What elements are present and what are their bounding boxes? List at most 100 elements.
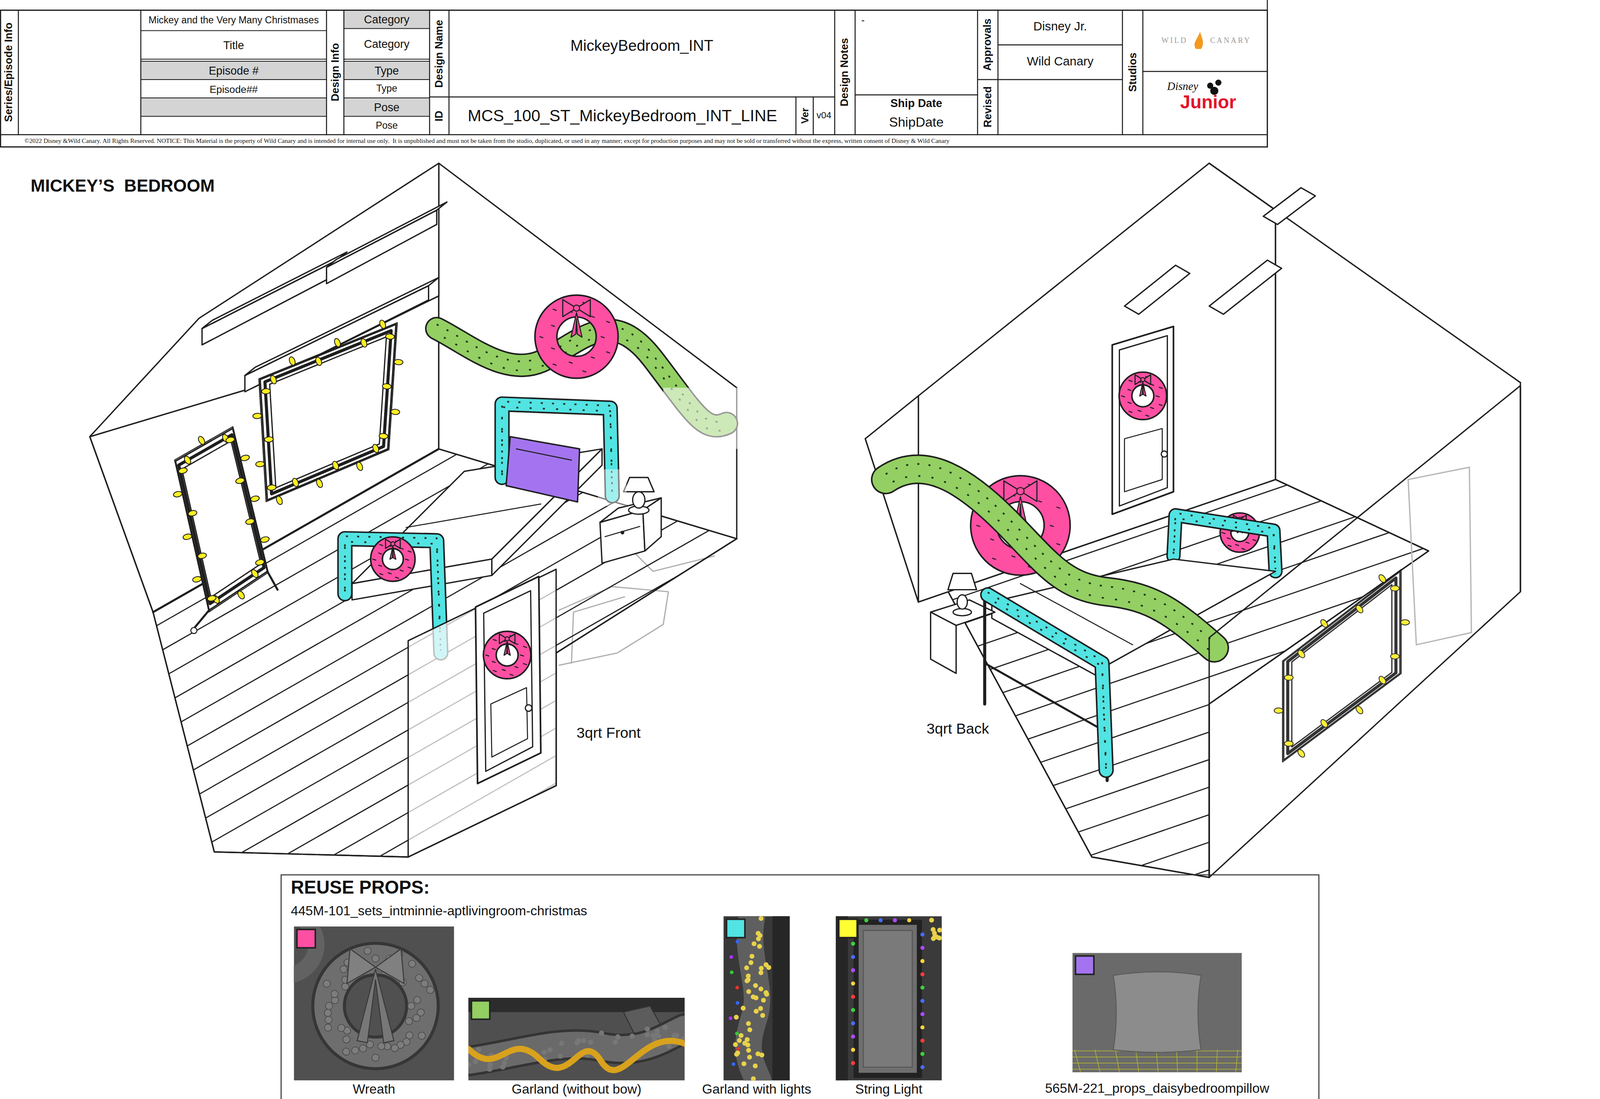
- light-wire: [1282, 569, 1402, 763]
- bulb: [275, 495, 284, 506]
- thumb-dot: [746, 989, 752, 995]
- thumb-dot: [744, 1037, 750, 1043]
- thumb-dot: [745, 1042, 751, 1048]
- nightstand-side: [642, 497, 662, 551]
- thumb-dot: [325, 1016, 333, 1024]
- wreath-texture: [493, 639, 497, 641]
- field-heading: Design Info: [329, 43, 341, 102]
- bulb: [287, 355, 297, 366]
- garland-edge: [987, 595, 1107, 771]
- line: [140, 79, 327, 80]
- wreath-texture: [1245, 542, 1249, 543]
- wreath-texture: [1012, 556, 1015, 558]
- color-swatch: [1075, 956, 1094, 975]
- label-cell: Mickey and the Very Many Christmases: [140, 11, 327, 31]
- line: [977, 10, 978, 135]
- thumb-dot: [408, 960, 416, 968]
- bulb: [267, 484, 277, 491]
- line: [571, 597, 625, 664]
- thumb-dot: [735, 1001, 740, 1005]
- thumb-dot: [744, 965, 750, 971]
- bulb: [333, 337, 342, 348]
- wreath-body: [545, 306, 608, 368]
- wreath-texture: [601, 336, 605, 338]
- line: [140, 60, 327, 62]
- wreath-texture: [523, 646, 527, 648]
- thumb-dot: [752, 983, 758, 989]
- thumb-dot: [377, 1042, 385, 1050]
- wreath-texture: [1159, 404, 1163, 406]
- bulb: [261, 388, 271, 395]
- wreath-texture: [1252, 539, 1256, 541]
- bulb: [172, 490, 183, 498]
- thumb-dot: [652, 1032, 658, 1039]
- prop-caption: Garland (without bow): [511, 1082, 642, 1098]
- wreath-body: [376, 542, 410, 576]
- thumb-dot: [364, 947, 372, 955]
- wreath-texture: [552, 309, 556, 310]
- bow-tail: [570, 312, 582, 338]
- wreath-texture: [606, 321, 610, 323]
- thumb-dot: [412, 1014, 420, 1022]
- wreath-texture: [523, 663, 527, 665]
- wreath-texture: [1150, 407, 1154, 409]
- label-cell: Pose: [343, 97, 430, 117]
- prop-sample: 565M-221_props_daisybedroompillow: [1072, 952, 1243, 1097]
- wreath-texture: [540, 336, 543, 338]
- label-cell: 3qrt Back: [926, 719, 1050, 740]
- title-cell: MICKEY’S BEDROOM: [30, 177, 215, 197]
- wreath-texture: [378, 552, 382, 554]
- thumb-dot: [559, 1040, 565, 1047]
- thumb-dot: [749, 953, 755, 959]
- thumb-dot: [615, 1034, 621, 1040]
- thumb-dot: [372, 955, 380, 963]
- bulb: [260, 535, 270, 543]
- thumb-fill: [835, 916, 848, 1081]
- plank-line: [836, 649, 1531, 888]
- label-cell: Ver: [795, 97, 814, 135]
- wreath-texture: [1129, 411, 1133, 413]
- wreath-texture: [485, 655, 489, 656]
- line: [1142, 70, 1268, 72]
- thumb-dot: [359, 1045, 367, 1053]
- label-cell: Design Notes: [834, 10, 855, 135]
- bulb: [331, 460, 340, 471]
- thumb-dot: [732, 1042, 738, 1048]
- lamp-body: [632, 491, 645, 508]
- wreath-body: [1125, 378, 1160, 414]
- bulb: [1390, 585, 1400, 592]
- thumb-dot: [728, 1016, 733, 1021]
- plank-line: [61, 563, 796, 984]
- lamp-shade: [623, 477, 654, 492]
- wreath: [540, 299, 610, 373]
- label-cell: Studios: [1122, 10, 1143, 135]
- thumb-dot: [351, 1047, 359, 1055]
- thumb-dot: [740, 1005, 746, 1011]
- prop-caption: Garland with lights: [702, 1082, 812, 1098]
- wreath-texture: [992, 558, 996, 560]
- sheet-title: MICKEY’S BEDROOM: [30, 177, 215, 197]
- label-cell: Category: [343, 28, 430, 60]
- bulb: [182, 533, 193, 541]
- back-corner: [1275, 210, 1277, 480]
- thumb-dot: [557, 1053, 564, 1060]
- label-cell: Episode##: [140, 79, 327, 98]
- field-value: Disney: [1167, 79, 1199, 93]
- bulb: [192, 575, 202, 583]
- bulb: [1296, 648, 1307, 659]
- thumb-dot: [920, 985, 925, 990]
- field-value: v04: [816, 110, 832, 121]
- line: [140, 58, 327, 60]
- bulb: [291, 477, 300, 488]
- side-wall: [1209, 385, 1521, 878]
- wreath-texture: [1159, 387, 1163, 389]
- bulb: [378, 433, 388, 440]
- bulb: [382, 383, 392, 390]
- thumb-dot: [415, 974, 423, 982]
- label-cell: WILD: [1155, 32, 1194, 49]
- wreath-texture: [1235, 544, 1239, 546]
- frame-outer: [175, 428, 268, 611]
- garland-texture: [987, 592, 1107, 768]
- door-panel: [490, 687, 528, 758]
